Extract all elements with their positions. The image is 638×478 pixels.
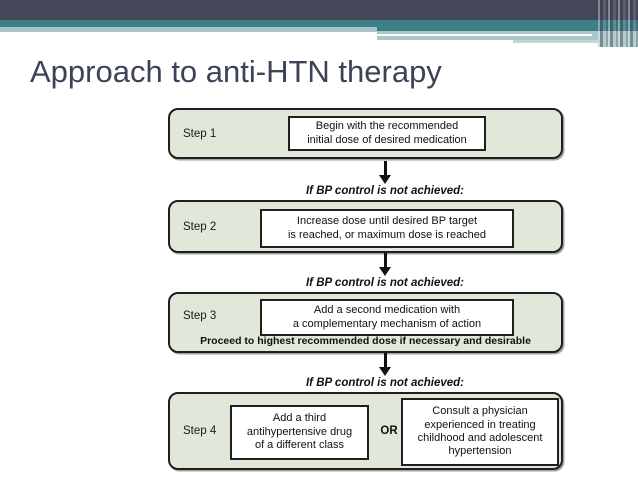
header-bar-teal-extension [377,27,638,31]
header-bar-light-teal-tail [513,40,638,43]
down-arrow-head-icon [379,367,391,376]
header-accent-white-line [377,34,592,36]
header-bar-light-teal-left [0,27,377,32]
connector-2: If BP control is not achieved: [168,251,563,291]
bp-not-achieved-label-3: If BP control is not achieved: [305,377,465,389]
step-3-note: Proceed to highest recommended dose if n… [200,335,531,347]
header-stripes-base [598,40,638,47]
flowchart: Step 1 Begin with the recommended initia… [168,108,563,472]
step-3-action-box: Add a second medication with a complemen… [260,299,514,336]
bp-not-achieved-label-1: If BP control is not achieved: [305,185,465,197]
header-bar-teal [0,20,638,27]
bp-not-achieved-label-2: If BP control is not achieved: [305,277,465,289]
header-bar-navy [0,0,638,20]
step-4-option-a-box: Add a third antihypertensive drug of a d… [230,405,369,460]
connector-1: If BP control is not achieved: [168,159,563,199]
step-2-label: Step 2 [183,220,217,233]
header-vertical-stripes-decoration [598,0,638,47]
step-2-box: Step 2 Increase dose until desired BP ta… [168,200,563,253]
down-arrow-icon [384,353,387,367]
connector-3: If BP control is not achieved: [168,351,563,391]
slide-title: Approach to anti-HTN therapy [30,54,442,89]
step-3-label: Step 3 [183,310,217,322]
step-1-action-box: Begin with the recommended initial dose … [288,116,486,151]
down-arrow-icon [384,253,387,267]
step-4-option-b-box: Consult a physician experienced in treat… [401,398,559,466]
step-3-box: Step 3 Add a second medication with a co… [168,292,563,353]
or-label: OR [380,425,398,437]
down-arrow-icon [384,161,387,175]
step-1-box: Step 1 Begin with the recommended initia… [168,108,563,159]
down-arrow-head-icon [379,267,391,276]
step-4-label: Step 4 [183,425,217,437]
step-2-action-box: Increase dose until desired BP target is… [260,209,514,248]
down-arrow-head-icon [379,175,391,184]
step-1-label: Step 1 [183,127,217,140]
step-4-box: Step 4 Add a third antihypertensive drug… [168,392,563,470]
